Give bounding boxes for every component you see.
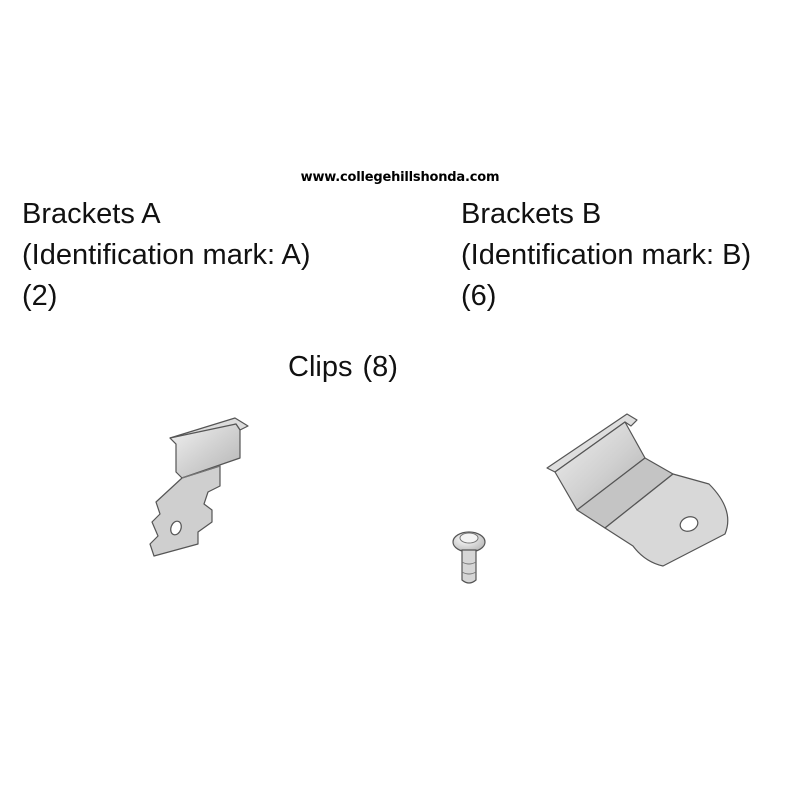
bracket-a-hole [170, 520, 182, 536]
bracket-b-id-mark: (Identification mark: B) [461, 239, 752, 271]
clip-head-top [459, 532, 479, 544]
bracket-b-lower-plate [604, 473, 729, 567]
bracket-a-name: Brackets A [22, 198, 161, 230]
bracket-a-label: Brackets A (Identification mark: A) (2) [22, 194, 311, 317]
clip-shank-ridge [461, 561, 477, 565]
clip-illustration [452, 531, 486, 584]
clips-name: Clips [288, 351, 353, 383]
bracket-b-label: Brackets B (Identification mark: B) (6) [461, 194, 751, 317]
bracket-b-name: Brackets B [461, 198, 602, 230]
bracket-b-quantity: (6) [461, 280, 497, 312]
clips-quantity: (8) [362, 351, 398, 383]
clips-label: Clips (8) [288, 347, 398, 388]
clip-shank-ridge-2 [461, 571, 477, 575]
bracket-a-id-mark: (Identification mark: A) [22, 239, 311, 271]
bracket-b-illustration [546, 413, 729, 567]
bracket-b-hole [679, 516, 699, 532]
bracket-a-lower-plate [149, 465, 221, 557]
bracket-a-fold-line [181, 465, 221, 479]
bracket-a-quantity: (2) [22, 280, 58, 312]
bracket-a-illustration [149, 417, 249, 557]
watermark-url: www.collegehillshonda.com [300, 170, 500, 185]
bracket-a-upper-bend [169, 423, 241, 479]
clip-shank [461, 549, 477, 584]
